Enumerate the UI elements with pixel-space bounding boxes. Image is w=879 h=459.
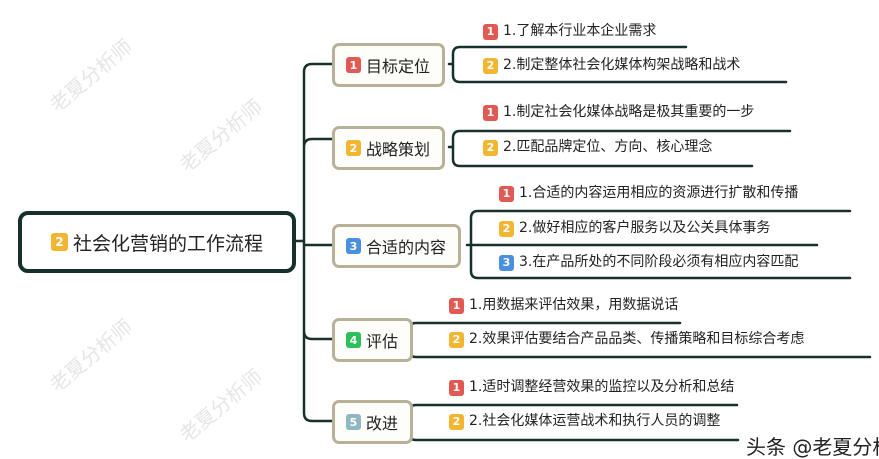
subtopic-label: 1.适时调整经营效果的监控以及分析和总结 <box>469 379 735 395</box>
priority-2-icon: 2 <box>499 220 514 237</box>
subtopic-node[interactable]: 2 2.做好相应的客户服务以及公关具体事务 <box>499 220 770 237</box>
subtopic-label: 1.制定社会化媒体战略是极其重要的一步 <box>503 104 755 120</box>
subtopic-node[interactable]: 3 3.在产品所处的不同阶段必须有相应内容匹配 <box>499 254 798 271</box>
subtopic-label: 2.制定整体社会化媒体构架战略和战术 <box>503 57 741 73</box>
topic-node[interactable]: 5 改进 <box>332 400 414 444</box>
subtopic-node[interactable]: 1 1.合适的内容运用相应的资源进行扩散和传播 <box>499 185 798 202</box>
subtopic-node[interactable]: 1 1.了解本行业本企业需求 <box>483 23 656 40</box>
priority-2-icon: 2 <box>483 57 498 74</box>
priority-3-icon: 3 <box>346 238 361 254</box>
priority-2-icon: 2 <box>449 331 464 348</box>
subtopic-label: 1.用数据来评估效果，用数据说话 <box>469 297 679 313</box>
priority-3-icon: 3 <box>499 254 514 271</box>
subtopic-label: 1.了解本行业本企业需求 <box>503 23 657 39</box>
topic-label: 目标定位 <box>366 57 431 76</box>
bracket-3 <box>465 209 852 280</box>
topic-label: 战略策划 <box>366 140 431 159</box>
priority-5-icon: 5 <box>346 414 361 430</box>
subtopic-node[interactable]: 1 1.用数据来评估效果，用数据说话 <box>449 297 678 314</box>
credit-watermark: 头条 @老夏分析师 <box>742 436 879 459</box>
topic-node[interactable]: 4 评估 <box>332 318 414 362</box>
topic-node[interactable]: 1 目标定位 <box>332 43 446 87</box>
subtopic-label: 2.社会化媒体运营战术和执行人员的调整 <box>469 413 721 429</box>
priority-4-icon: 4 <box>346 332 361 348</box>
subtopic-label: 2.匹配品牌定位、方向、核心理念 <box>503 139 713 155</box>
priority-2-icon: 2 <box>346 140 361 156</box>
bracket-2 <box>447 129 792 168</box>
subtopic-node[interactable]: 2 2.匹配品牌定位、方向、核心理念 <box>483 139 712 156</box>
topic-label: 改进 <box>366 414 399 433</box>
topic-node[interactable]: 3 合适的内容 <box>332 224 462 268</box>
subtopic-node[interactable]: 2 2.效果评估要结合产品品类、传播策略和目标综合考虑 <box>449 331 804 348</box>
priority-1-icon: 1 <box>483 104 498 121</box>
topic-node[interactable]: 2 战略策划 <box>332 126 446 170</box>
root-label: 社会化营销的工作流程 <box>72 232 263 255</box>
subtopic-label: 1.合适的内容运用相应的资源进行扩散和传播 <box>519 185 799 201</box>
topic-label: 合适的内容 <box>366 238 447 257</box>
priority-1-icon: 1 <box>483 23 498 40</box>
topic-label: 评估 <box>366 332 399 351</box>
trunk <box>294 62 334 423</box>
priority-2-icon: 2 <box>50 233 68 251</box>
root-node[interactable]: 2 社会化营销的工作流程 <box>18 211 296 273</box>
bracket-1 <box>447 45 788 84</box>
subtopic-label: 2.做好相应的客户服务以及公关具体事务 <box>519 220 771 236</box>
priority-1-icon: 1 <box>449 379 464 396</box>
subtopic-label: 3.在产品所处的不同阶段必须有相应内容匹配 <box>519 254 799 270</box>
priority-1-icon: 1 <box>449 297 464 314</box>
subtopic-node[interactable]: 1 1.制定社会化媒体战略是极其重要的一步 <box>483 104 754 121</box>
subtopic-label: 2.效果评估要结合产品品类、传播策略和目标综合考虑 <box>469 331 805 347</box>
subtopic-node[interactable]: 2 2.制定整体社会化媒体构架战略和战术 <box>483 57 740 74</box>
priority-1-icon: 1 <box>499 185 514 202</box>
subtopic-node[interactable]: 1 1.适时调整经营效果的监控以及分析和总结 <box>449 379 734 396</box>
priority-2-icon: 2 <box>449 413 464 430</box>
subtopic-node[interactable]: 2 2.社会化媒体运营战术和执行人员的调整 <box>449 413 720 430</box>
priority-2-icon: 2 <box>483 139 498 156</box>
priority-1-icon: 1 <box>346 57 361 73</box>
